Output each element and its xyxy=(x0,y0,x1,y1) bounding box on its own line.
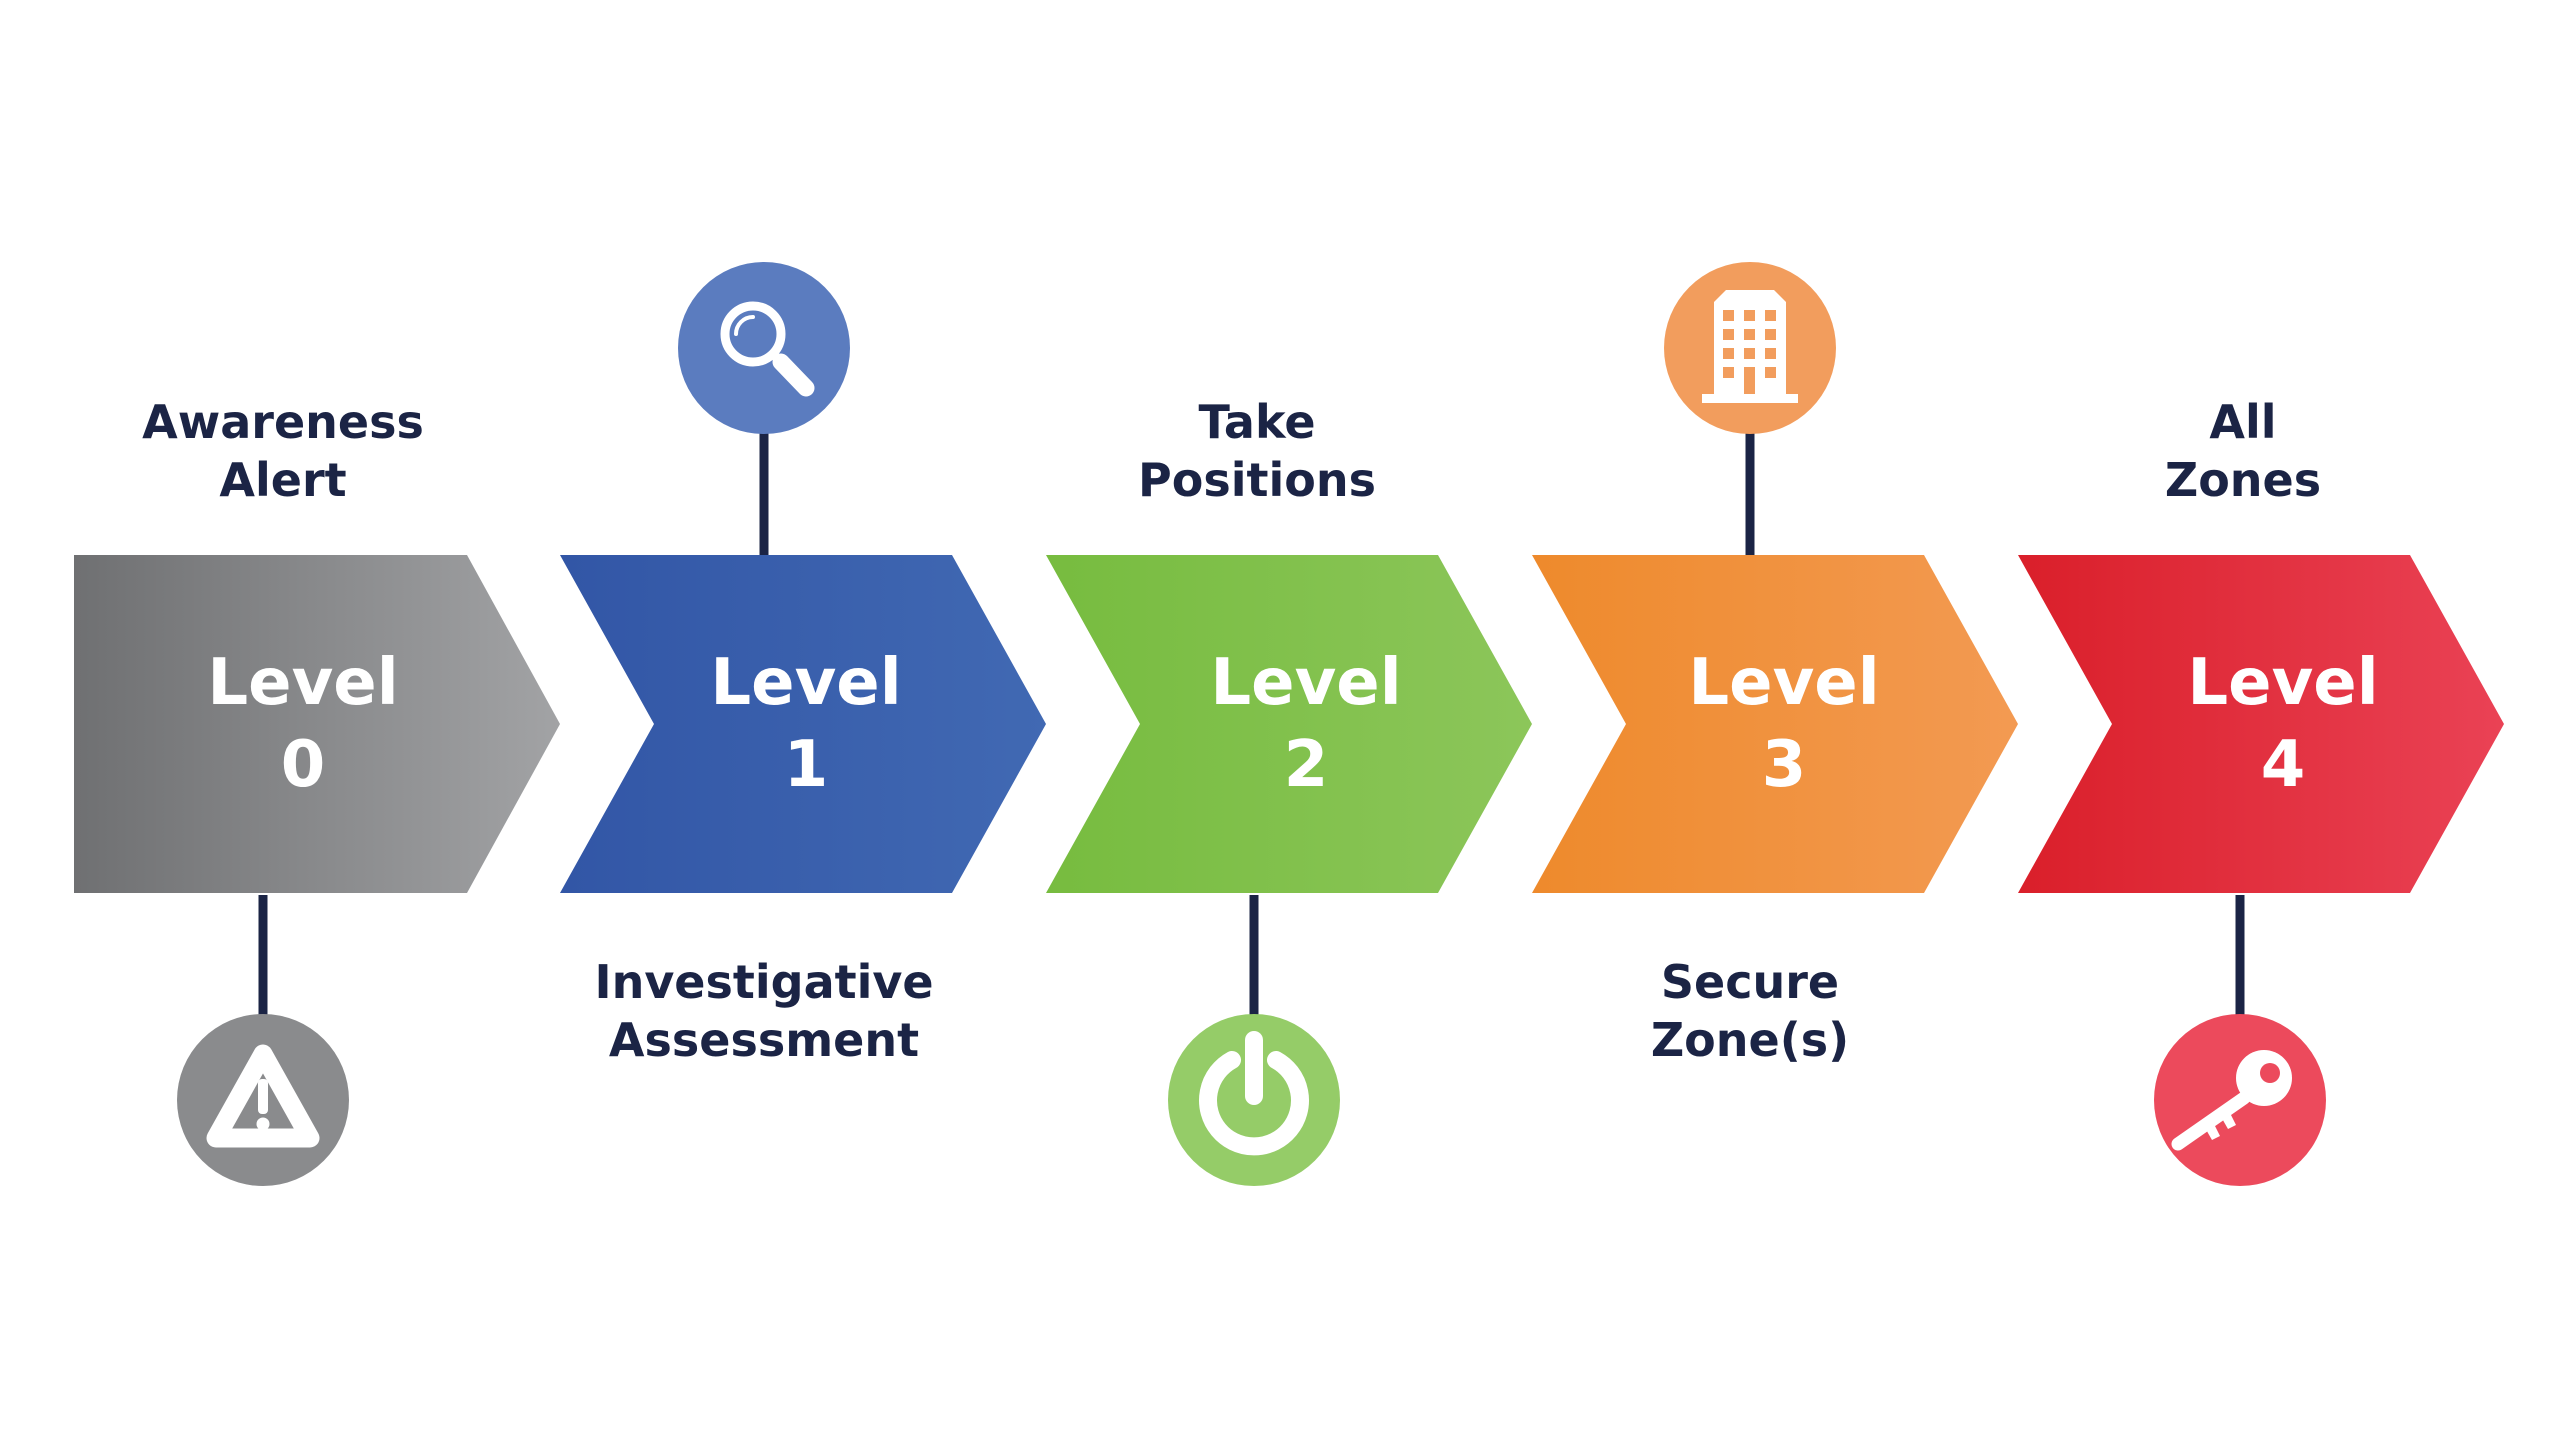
level-2-number: 2 xyxy=(1284,728,1329,802)
level-0-number: 0 xyxy=(281,728,326,802)
level-3-caption-line2: Zone(s) xyxy=(1651,1013,1849,1067)
level-2-title: Level xyxy=(1210,646,1401,720)
key-icon xyxy=(2154,1014,2326,1186)
level-0-caption-line1: Awareness xyxy=(142,395,424,449)
level-1-caption-line2: Assessment xyxy=(609,1013,919,1067)
level-2-caption-line2: Positions xyxy=(1138,453,1376,507)
level-3-chevron xyxy=(1532,555,2018,893)
power-icon xyxy=(1168,1014,1340,1186)
level-4-title: Level xyxy=(2187,646,2378,720)
level-1-title: Level xyxy=(710,646,901,720)
level-0-caption-line2: Alert xyxy=(219,453,346,507)
level-3-title: Level xyxy=(1688,646,1879,720)
level-0-chevron xyxy=(74,555,560,893)
magnifier-icon xyxy=(678,262,850,434)
level-3-number: 3 xyxy=(1762,728,1807,802)
level-4-caption-line1: All xyxy=(2209,395,2276,449)
level-4-number: 4 xyxy=(2261,728,2306,802)
warning-icon xyxy=(177,1014,349,1186)
level-0-title: Level xyxy=(207,646,398,720)
level-3-caption-line1: Secure xyxy=(1661,955,1839,1009)
level-4-chevron xyxy=(2018,555,2504,893)
level-2-chevron xyxy=(1046,555,1532,893)
level-2-caption-line1: Take xyxy=(1198,395,1315,449)
level-1-caption-line1: Investigative xyxy=(594,955,933,1009)
level-1-number: 1 xyxy=(784,728,829,802)
building-icon xyxy=(1664,262,1836,434)
level-4-caption-line2: Zones xyxy=(2165,453,2321,507)
level-1-chevron xyxy=(560,555,1046,893)
